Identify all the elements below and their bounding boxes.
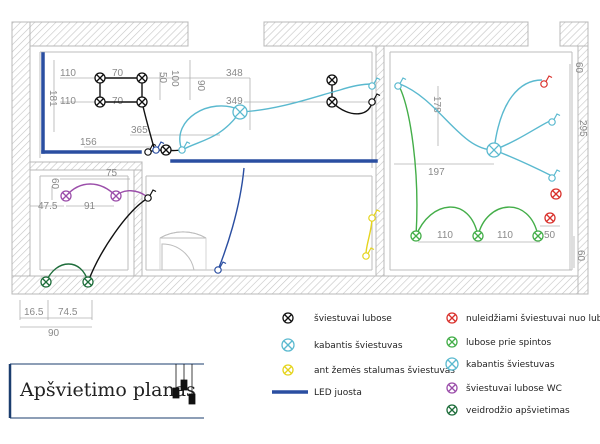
legend: šviestuvai lubose kabantis šviestuvas an… [272,312,600,416]
dimension-lines [19,60,575,328]
walls [11,21,589,295]
switch-icon [152,141,165,154]
legend-label: ant žemės stalumas šviestuvas [314,365,455,376]
switch-icon [144,143,157,156]
legend-label: nuleidžiami šviestuvai nuo lubų [466,313,600,324]
dim-label: 60 [573,62,584,74]
dim-label: 110 [497,230,513,241]
drop-ceiling-light-icon [550,188,562,200]
switch-icon [144,189,157,202]
dim-label: 16.5 [24,307,44,318]
switch-icon [178,141,191,154]
switch-icon [362,247,375,260]
pendant-light-icon [281,338,295,352]
dim-label: 110 [60,68,76,79]
wardrobe-ceiling-light-icon [446,336,458,348]
legend-label: šviestuvai lubose [314,313,392,324]
ceiling-light-icon [136,72,148,84]
ceiling-light-icon [326,74,338,86]
switch-icon [368,77,381,90]
dim-label: 75 [106,168,118,179]
fixtures [40,72,562,288]
dim-label: 50 [157,72,168,84]
wc-ceiling-light-icon [110,190,122,202]
switch-icon [394,77,407,90]
dim-label: 47.5 [38,201,58,212]
dim-label: 50 [544,230,556,241]
pendant-light-icon [486,142,502,158]
dim-label: 70 [112,68,124,79]
dim-label: 197 [428,167,445,178]
dimension-labels: 110 70 50 100 348 110 70 349 181 90 365 … [24,62,588,339]
ceiling-light-icon [136,96,148,108]
legend-item: kabantis šviestuvas [445,357,555,371]
ceiling-light-icon [326,96,338,108]
pendant-lamp-icon [172,364,196,405]
legend-label: šviestuvai lubose WC [466,383,562,394]
legend-label: kabantis šviestuvas [466,359,555,370]
wc-ceiling-light-icon [446,382,458,394]
legend-label: LED juosta [314,388,362,398]
switch-icon [540,75,553,88]
legend-item: LED juosta [272,388,362,398]
dim-label: 295 [577,120,588,137]
mirror-light-icon [446,404,458,416]
dim-label: 365 [131,125,148,136]
door-swing [161,243,195,271]
dim-label: 60 [49,178,60,190]
ceiling-light-icon [282,312,294,324]
switch-icon [548,113,561,126]
wardrobe-ceiling-light-icon [410,230,422,242]
wardrobe-ceiling-light-icon [532,230,544,242]
title-box: Apšvietimo planas [7,361,207,421]
floor-lamp-icon [282,364,294,376]
wiring [45,77,553,283]
legend-item: veidrodžio apšvietimas [446,404,570,416]
ceiling-light-icon [94,96,106,108]
drop-ceiling-light-icon [446,312,458,324]
mirror-light-icon [40,276,52,288]
legend-item: ant žemės stalumas šviestuvas [282,364,455,376]
dim-label: 110 [60,96,76,107]
page-title: Apšvietimo planas [19,379,196,401]
legend-label: veidrodžio apšvietimas [466,405,570,416]
switch-icon [548,169,561,182]
dim-label: 90 [48,328,60,339]
led-strips [41,52,378,163]
legend-item: lubose prie spintos [446,336,551,348]
dim-label: 110 [437,230,453,241]
wardrobe-ceiling-light-icon [472,230,484,242]
dim-label: 100 [169,70,180,87]
switch-icon [368,209,381,222]
mirror-light-icon [82,276,94,288]
pendant-light-icon [232,104,248,120]
ceiling-light-icon [160,144,172,156]
ceiling-light-icon [94,72,106,84]
dim-label: 60 [575,250,586,262]
wc-ceiling-light-icon [60,190,72,202]
dim-label: 349 [226,96,243,107]
legend-label: lubose prie spintos [466,338,551,348]
legend-item: šviestuvai lubose [282,312,392,324]
dim-label: 156 [80,137,97,148]
dim-label: 90 [195,80,206,92]
legend-item: šviestuvai lubose WC [446,382,562,394]
switch-icon [368,93,381,106]
dim-label: 348 [226,68,243,79]
switch-icon [214,261,227,274]
pendant-light-icon [445,357,459,371]
dim-label: 181 [47,90,58,107]
legend-item: kabantis šviestuvas [281,338,403,352]
drop-ceiling-light-icon [544,212,556,224]
dim-label: 91 [84,201,96,212]
dim-label: 178 [431,96,442,113]
legend-item: nuleidžiami šviestuvai nuo lubų [446,312,600,324]
dim-label: 74.5 [58,307,78,318]
legend-label: kabantis šviestuvas [314,340,403,351]
